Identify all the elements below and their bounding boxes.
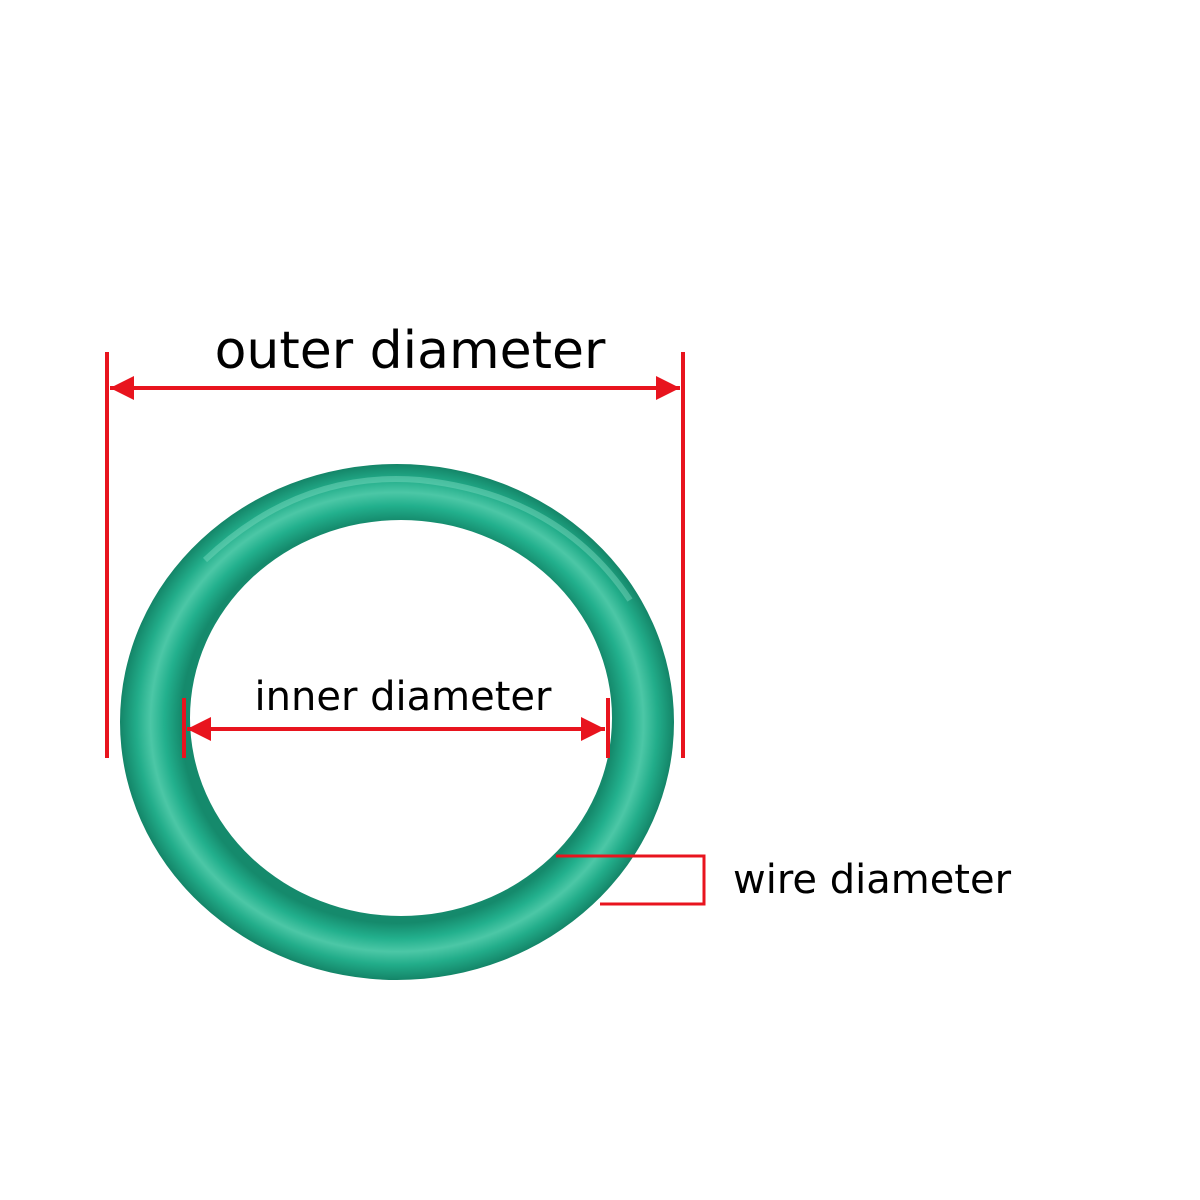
outer-arrow-right-head <box>656 376 680 400</box>
inner-diameter-dimension: inner diameter <box>182 674 610 758</box>
wire-diameter-bracket <box>556 854 706 906</box>
inner-diameter-label: inner diameter <box>255 674 552 720</box>
inner-arrow-right-head <box>581 717 605 741</box>
wire-diameter-label: wire diameter <box>733 857 1012 903</box>
outer-diameter-label: outer diameter <box>215 321 606 381</box>
o-ring-highlight <box>202 476 633 602</box>
o-ring-icon <box>120 464 674 980</box>
outer-arrow-left-head <box>110 376 134 400</box>
wire-diameter-dimension: wire diameter <box>556 854 1012 906</box>
inner-arrow-left-head <box>187 717 211 741</box>
outer-diameter-dimension: outer diameter <box>105 321 685 758</box>
